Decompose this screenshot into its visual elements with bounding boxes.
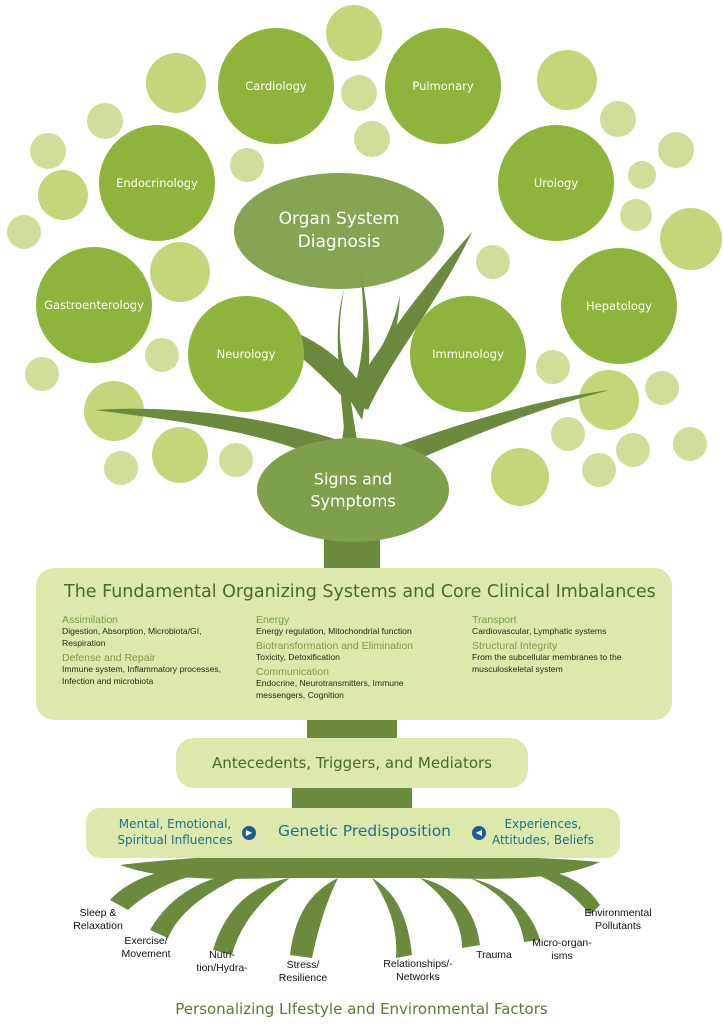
heading-energy: Energy [256, 614, 290, 626]
heading-structural-integrity: Structural Integrity [472, 639, 558, 652]
immunology-circle [410, 296, 526, 412]
decorative-circles [7, 5, 722, 506]
fundamental-column-3: Transport Cardiovascular, Lymphatic syst… [472, 612, 657, 676]
organ-system-line1: Organ System [278, 209, 400, 230]
heading-communication: Communication [256, 665, 329, 678]
endocrinology-circle [99, 125, 215, 241]
heading-defense-repair: Defense and Repair [62, 651, 156, 664]
organ-circles [36, 28, 677, 412]
root-relationships-line2: Networks [396, 971, 440, 984]
organ-label-urology: Urology [533, 176, 579, 190]
root-trauma-line1: Trauma [476, 949, 512, 961]
text-transport: Cardiovascular, Lymphatic systems [472, 626, 607, 636]
heading-assimilation: Assimilation [62, 614, 119, 626]
text-structural-integrity: From the subcellular membranes to the mu… [472, 651, 622, 674]
genetic-left-line2: Spiritual Influences [117, 833, 233, 848]
tree-roots [110, 850, 600, 958]
root-stress-line1: Stress/ [286, 959, 320, 971]
arrow-left-icon: ◀ [472, 826, 486, 840]
organ-system-diagnosis: Organ System Diagnosis [279, 208, 400, 254]
footer-title: Personalizing LIfestyle and Environmenta… [175, 1000, 548, 1018]
fundamental-column-2: Energy Energy regulation, Mitochondrial … [256, 612, 446, 701]
text-energy: Energy regulation, Mitochondrial functio… [256, 626, 412, 636]
root-nutrition-line1: Nutri- [209, 949, 235, 961]
text-assimilation: Digestion, Absorption, Microbiota/GI, Re… [62, 626, 202, 648]
fundamental-systems-box: The Fundamental Organizing Systems and C… [36, 568, 672, 720]
genetic-right-line1: Experiences, [504, 817, 582, 831]
root-label-relationships: Relationships/- Networks [383, 958, 452, 984]
root-label-microorganisms: Micro-organ- isms [532, 937, 592, 963]
pulmonary-circle [385, 28, 501, 144]
organ-label-neurology: Neurology [216, 347, 276, 361]
root-relationships-line1: Relationships/- [383, 958, 453, 970]
organ-label-endocrinology: Endocrinology [116, 176, 198, 190]
root-exercise-line2: Movement [121, 948, 171, 961]
organ-label-hepatology: Hepatology [586, 299, 652, 313]
signs-ellipse [257, 438, 449, 542]
text-defense-repair: Immune system, Inflammatory processes, I… [62, 663, 222, 686]
cardiology-circle [218, 28, 334, 144]
arrow-right-icon: ▶ [242, 826, 256, 840]
hepatology-circle [561, 248, 677, 364]
heading-transport: Transport [472, 614, 517, 626]
signs-line1: Signs and [313, 469, 393, 489]
root-label-nutrition: Nutri- tion/Hydra- [196, 949, 247, 975]
genetic-left-line1: Mental, Emotional, [118, 817, 232, 831]
root-exercise-line1: Exercise/ [124, 935, 168, 947]
genetic-box: Mental, Emotional, Spiritual Influences … [86, 808, 620, 858]
root-label-sleep: Sleep & Relaxation [73, 907, 123, 933]
signs-line2: Symptoms [310, 491, 396, 510]
organ-system-ellipse [234, 173, 444, 289]
root-label-environmental: Environmental Pollutants [584, 907, 651, 933]
fundamental-column-1: Assimilation Digestion, Absorption, Micr… [62, 612, 232, 687]
genetic-right-text: Experiences, Attitudes, Beliefs [490, 816, 596, 848]
genetic-right-line2: Attitudes, Beliefs [491, 833, 595, 848]
antecedents-label: Antecedents, Triggers, and Mediators [211, 754, 492, 772]
heading-biotransformation: Biotransformation and Elimination [256, 639, 413, 652]
text-communication: Endocrine, Neurotransmitters, Immune mes… [256, 677, 404, 700]
root-environmental-line1: Environmental [584, 907, 652, 919]
root-label-exercise: Exercise/ Movement [121, 935, 170, 961]
organ-label-cardiology: Cardiology [245, 79, 307, 93]
genetic-left-text: Mental, Emotional, Spiritual Influences [116, 816, 234, 848]
root-nutrition-line2: tion/Hydra- [196, 962, 248, 975]
root-environmental-line2: Pollutants [594, 920, 642, 933]
organ-label-gastroenterology: Gastroenterology [44, 298, 144, 312]
organ-system-line2: Diagnosis [297, 232, 381, 252]
root-microorganisms-line2: isms [551, 950, 573, 963]
text-biotransformation: Toxicity, Detoxification [256, 651, 340, 662]
signs-and-symptoms: Signs and Symptoms [310, 468, 395, 511]
genetic-center: Genetic Predisposition [278, 822, 451, 840]
antecedents-box: Antecedents, Triggers, and Mediators [176, 738, 528, 788]
root-label-trauma: Trauma [476, 949, 512, 962]
root-label-stress: Stress/ Resilience [279, 959, 327, 985]
urology-circle [498, 125, 614, 241]
root-sleep-line1: Sleep & [79, 907, 117, 919]
organ-label-immunology: Immunology [432, 347, 504, 361]
fundamental-title: The Fundamental Organizing Systems and C… [64, 582, 656, 602]
neurology-circle [188, 296, 304, 412]
organ-label-pulmonary: Pulmonary [412, 79, 474, 93]
root-microorganisms-line1: Micro-organ- [532, 937, 592, 949]
root-sleep-line2: Relaxation [73, 920, 123, 933]
root-stress-line2: Resilience [278, 972, 328, 985]
gastroenterology-circle [36, 247, 152, 363]
